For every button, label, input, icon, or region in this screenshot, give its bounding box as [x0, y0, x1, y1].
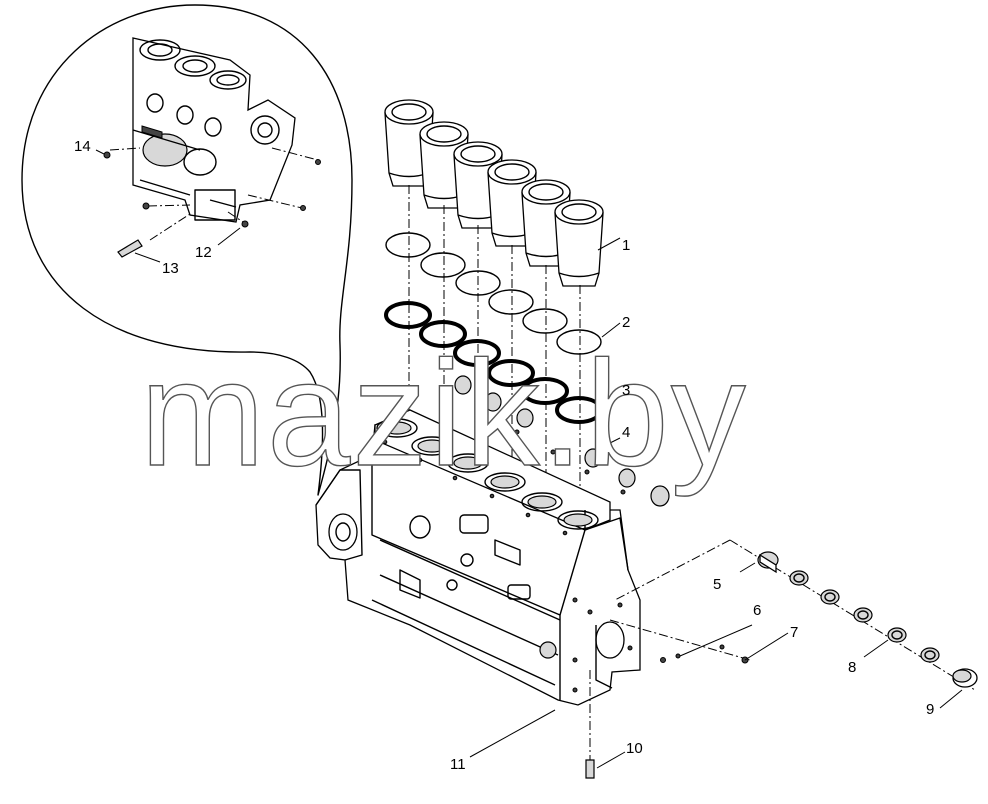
cylinder-liners [384, 99, 604, 287]
callout-6: 6 [753, 602, 761, 619]
callout-3: 3 [622, 382, 630, 399]
callout-5: 5 [713, 576, 721, 593]
callout-14: 14 [74, 138, 91, 155]
detail-inset [21, 4, 353, 496]
assembly-axis-lines [408, 185, 581, 515]
callout-10: 10 [626, 740, 643, 757]
callout-2: 2 [622, 314, 630, 331]
callout-labels: 1 2 3 4 5 6 7 8 9 10 11 12 13 14 [74, 138, 934, 773]
callout-13: 13 [162, 260, 179, 277]
detail-inset-outline [21, 4, 353, 496]
callout-12: 12 [195, 244, 212, 261]
callout-9: 9 [926, 701, 934, 718]
watermark: mazik.by [140, 329, 748, 497]
callout-11: 11 [450, 756, 466, 773]
thin-seal-rings [385, 232, 602, 355]
camshaft-bushings [614, 539, 978, 691]
expansion-plugs [454, 375, 670, 507]
inset-engine-block [132, 37, 296, 223]
small-fasteners [585, 619, 751, 779]
callout-1: 1 [622, 237, 630, 254]
callout-4: 4 [622, 424, 630, 441]
callout-8: 8 [848, 659, 856, 676]
callout-7: 7 [790, 624, 798, 641]
engine-block [315, 409, 641, 706]
thick-seal-rings [384, 301, 603, 424]
leader-lines [469, 237, 963, 769]
cylinder-liner [554, 199, 604, 287]
